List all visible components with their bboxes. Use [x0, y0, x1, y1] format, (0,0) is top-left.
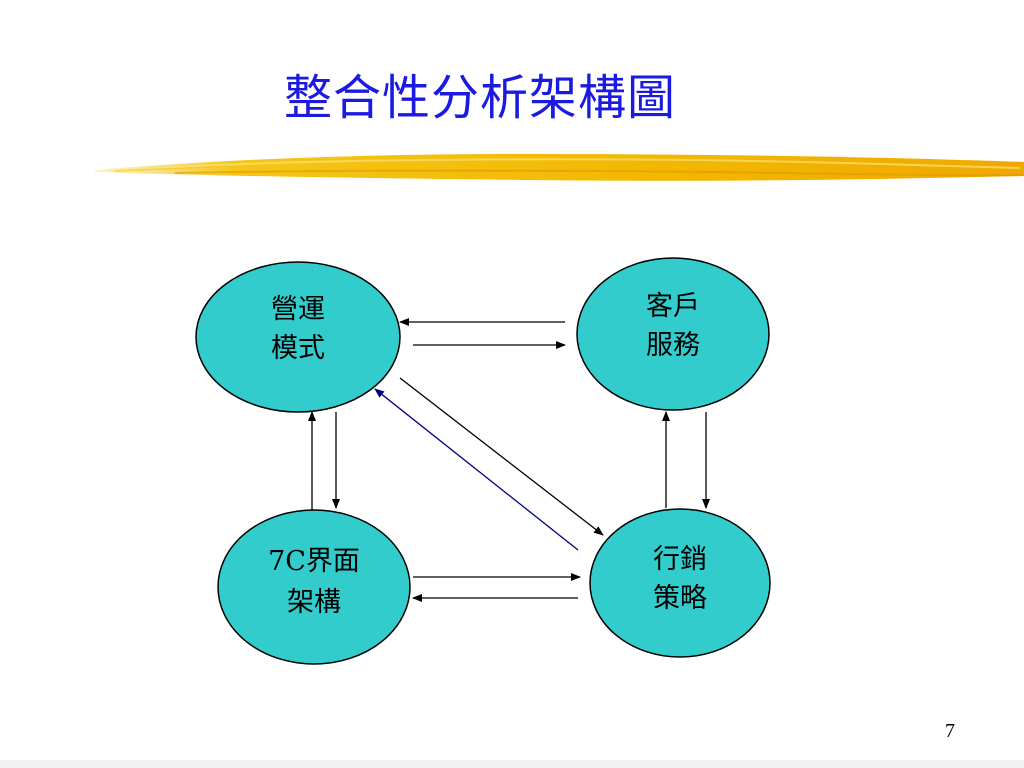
node-interface: 7C界面 架構 [217, 509, 411, 665]
node-marketing: 行銷 策略 [589, 508, 771, 658]
bottom-edge-strip [0, 760, 1024, 768]
node-customer-line1: 客戶 [646, 291, 700, 322]
page-number: 7 [945, 720, 955, 742]
title-underline-brush-stroke [95, 154, 1024, 181]
node-marketing-line2: 策略 [653, 583, 707, 614]
node-operations-line1: 營運 [271, 294, 325, 325]
arrow-marketing-to-operations [374, 388, 579, 551]
node-customer-line2: 服務 [646, 330, 700, 361]
node-customer: 客戶 服務 [576, 257, 770, 411]
node-operations: 營運 模式 [195, 261, 401, 413]
slide-title: 整合性分析架構圖 [283, 70, 676, 126]
node-interface-line1: 7C界面 [268, 546, 360, 577]
node-marketing-line1: 行銷 [653, 544, 707, 575]
node-operations-line2: 模式 [271, 333, 325, 364]
node-interface-line2: 架構 [287, 587, 341, 618]
arrow-operations-to-marketing [399, 377, 604, 536]
